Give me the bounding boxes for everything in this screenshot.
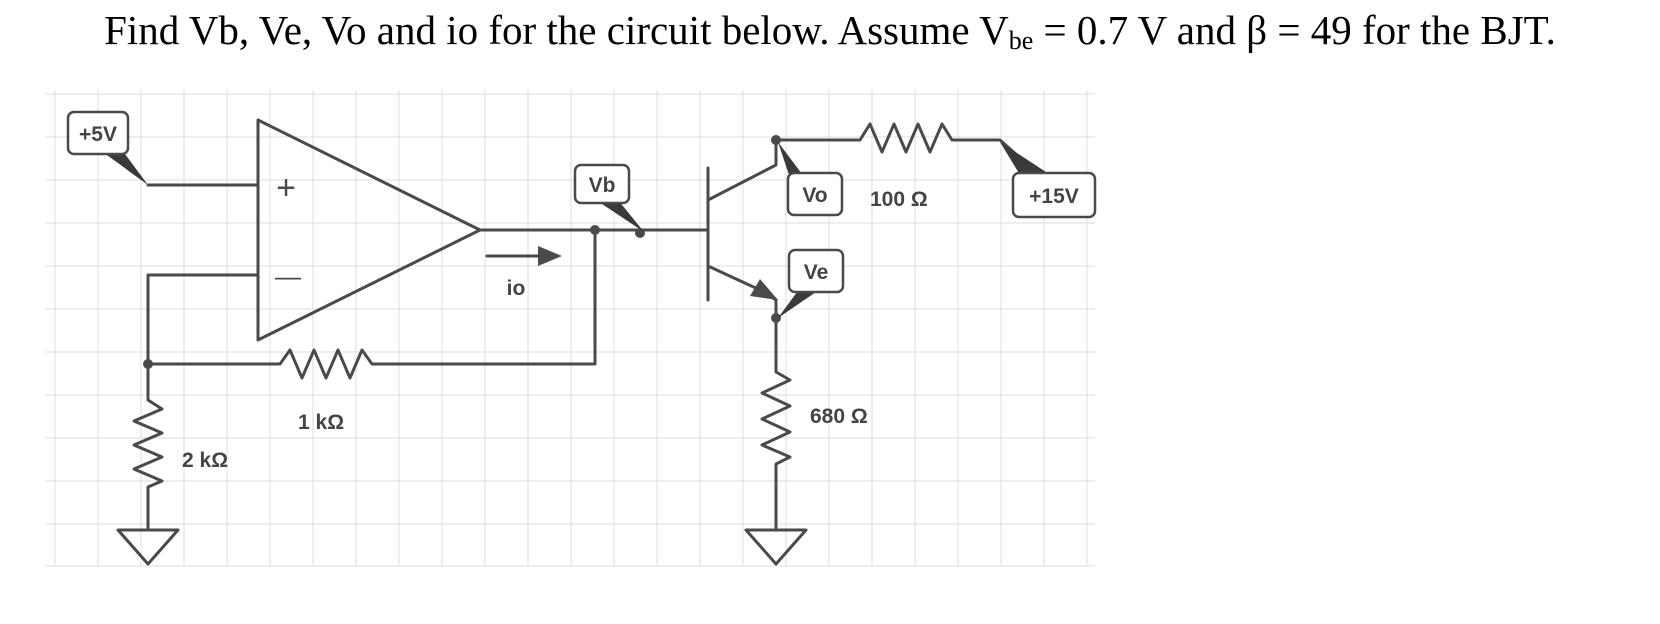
- ground-left-icon: [116, 528, 180, 566]
- opamp-plus-sign: +: [276, 169, 296, 207]
- resistor-1k: [146, 228, 597, 380]
- plus15v-label: +15V: [1011, 171, 1097, 219]
- resistor-100: [774, 122, 1038, 174]
- opamp-triangle: [256, 118, 482, 342]
- junction-output: [590, 225, 600, 235]
- vb-label: Vb: [573, 163, 631, 205]
- plus15v-text: +15V: [1029, 185, 1079, 208]
- question-text: Find Vb, Ve, Vo and io for the circuit b…: [0, 6, 1660, 56]
- inverting-input-wire: [146, 273, 260, 366]
- ground-right-icon: [744, 528, 808, 566]
- question-suffix: = 0.7 V and β = 49 for the BJT.: [1033, 7, 1556, 53]
- vo-label: Vo: [786, 171, 844, 217]
- plus5v-text: +5V: [79, 123, 117, 146]
- io-label: io: [507, 277, 526, 300]
- resistor-680: [760, 298, 792, 530]
- resistor-100-label: 100 Ω: [870, 188, 928, 211]
- vo-label-pointer: [778, 142, 802, 178]
- vb-label-pointer: [596, 200, 644, 232]
- ve-label: Ve: [787, 248, 845, 294]
- opamp-minus-sign: —: [275, 261, 301, 291]
- ve-text: Ve: [804, 261, 829, 284]
- plus5v-label-pointer: [100, 150, 148, 185]
- plus5v-label: +5V: [66, 110, 130, 156]
- resistor-1k-label: 1 kΩ: [298, 411, 344, 434]
- plus15v-label-pointer: [1000, 142, 1046, 175]
- bjt-emitter-arrow: [750, 279, 778, 300]
- bjt-collector: [706, 138, 778, 202]
- resistor-2k: [132, 362, 164, 530]
- io-arrow-head: [538, 246, 562, 266]
- vo-text: Vo: [802, 184, 827, 207]
- vb-text: Vb: [589, 174, 616, 197]
- vbe-subscript: be: [1008, 26, 1034, 55]
- junction-base: [635, 228, 645, 238]
- resistor-680-label: 680 Ω: [810, 405, 868, 428]
- grid: [45, 90, 1095, 567]
- question-prefix: Find Vb, Ve, Vo and io for the circuit b…: [104, 7, 1009, 53]
- ve-label-pointer: [778, 288, 816, 318]
- resistor-2k-label: 2 kΩ: [182, 449, 228, 472]
